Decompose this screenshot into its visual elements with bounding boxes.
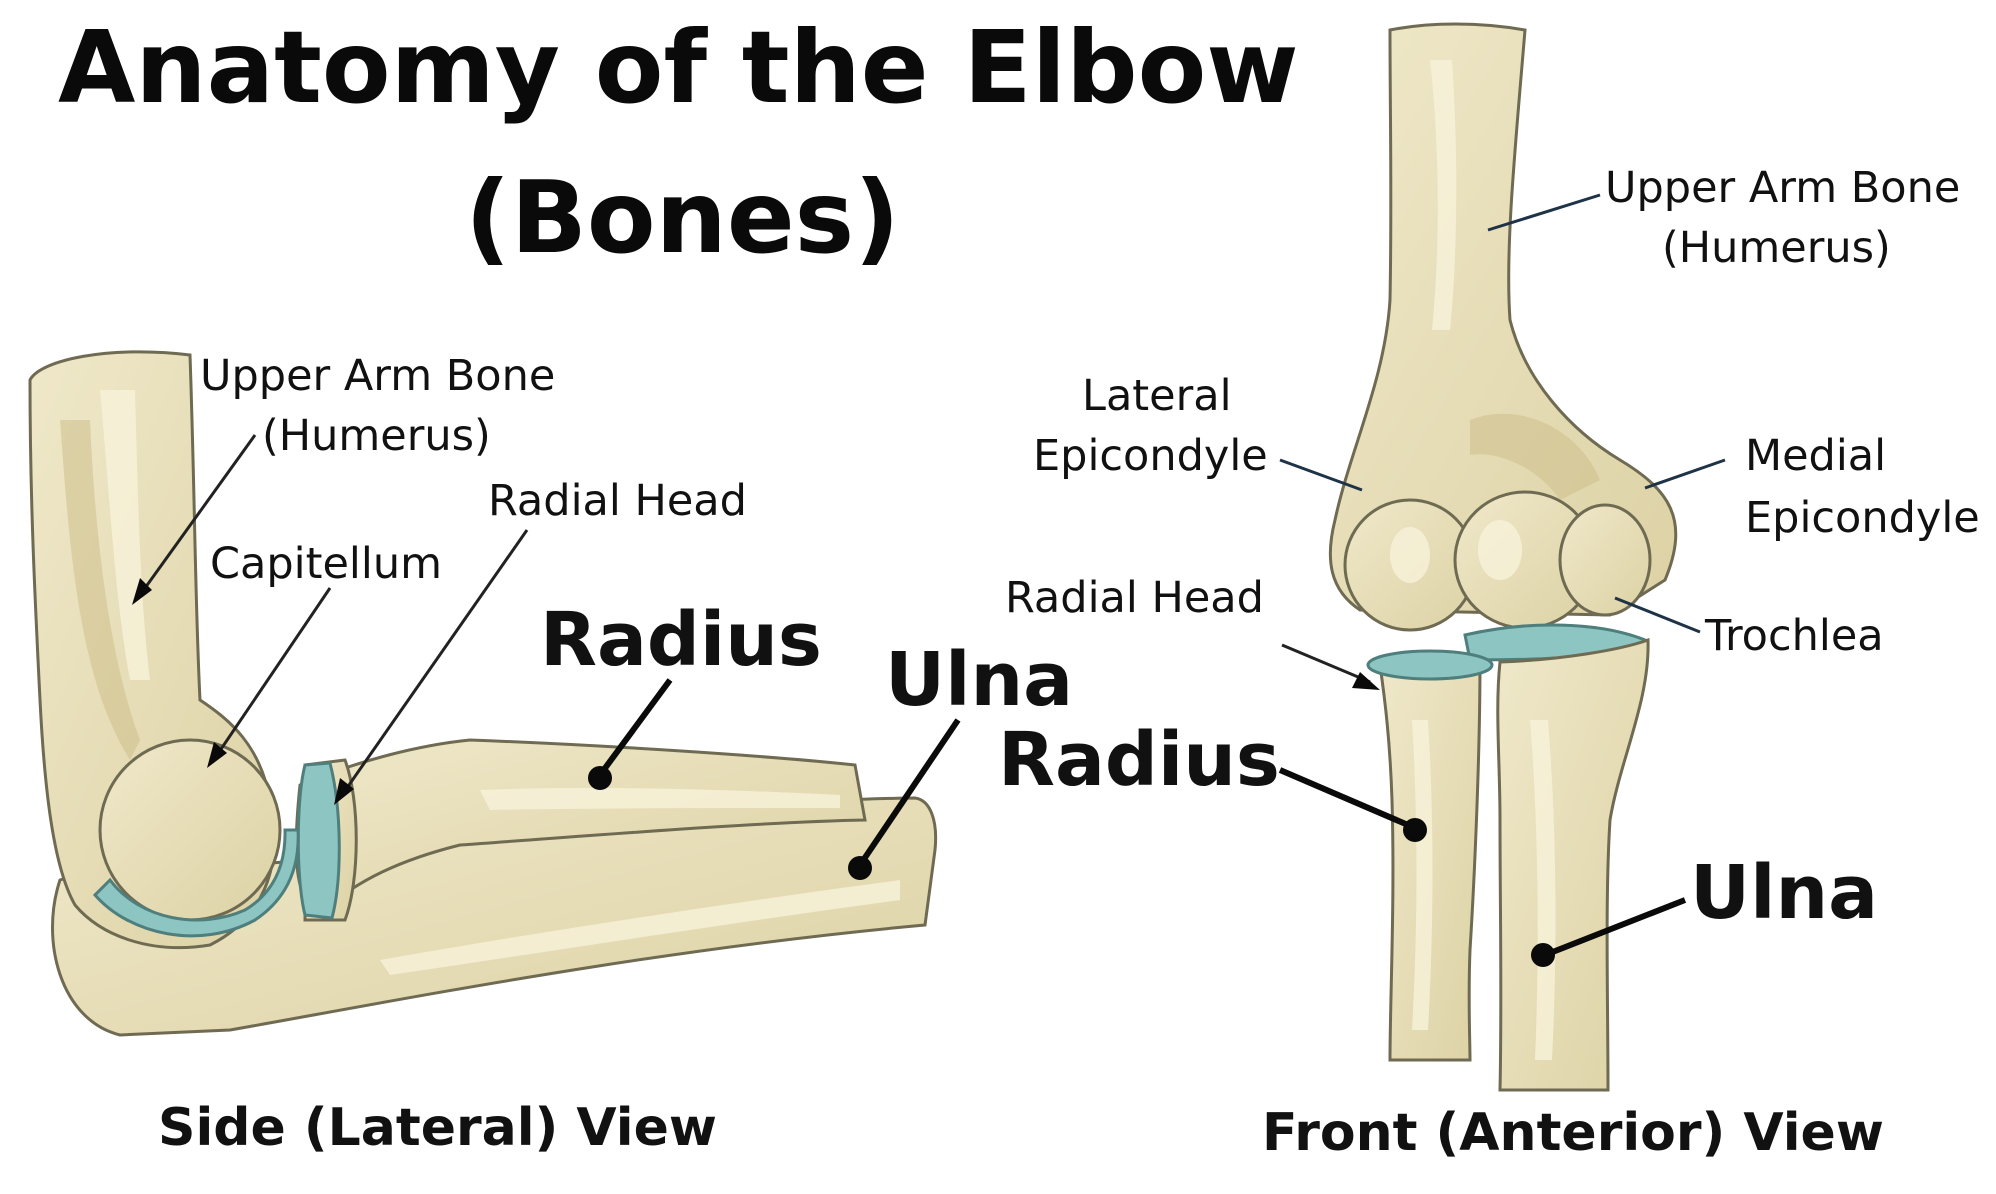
- lateral-leader-lines: [132, 434, 961, 880]
- lateral-humerus-leader: [138, 434, 257, 596]
- anterior-radius-leader: [1278, 767, 1417, 831]
- anterior-lateral-epicondyle-leader: [1279, 458, 1363, 492]
- lateral-radial-head-cartilage: [296, 761, 341, 920]
- anterior-label-radial-head: Radial Head: [1005, 573, 1264, 623]
- anterior-ulna-leader: [1543, 897, 1687, 958]
- anterior-label-humerus-line2: (Humerus): [1662, 223, 1891, 273]
- lateral-ulna-dot: [848, 856, 872, 880]
- lateral-ulna-highlight: [380, 880, 900, 975]
- lateral-capitellum-leader: [213, 587, 332, 759]
- anterior-label-lateral-line1: Lateral: [1082, 371, 1232, 421]
- title-line-2: (Bones): [465, 159, 900, 276]
- lateral-humerus-highlight: [100, 390, 150, 680]
- anterior-label-medial-line1: Medial: [1745, 431, 1886, 481]
- title-line-1: Anatomy of the Elbow: [58, 9, 1299, 126]
- lateral-radial-head-arrowhead: [334, 778, 354, 805]
- lateral-ulna-leader: [857, 718, 961, 867]
- anterior-ulna-dot: [1531, 943, 1555, 967]
- anterior-view-illustration: [1328, 22, 1678, 1092]
- lateral-capitellum: [98, 738, 282, 922]
- lateral-label-radius: Radius: [540, 597, 822, 683]
- anterior-label-trochlea: Trochlea: [1704, 611, 1884, 661]
- lateral-label-ulna: Ulna: [885, 637, 1073, 723]
- lateral-view-caption: Side (Lateral) View: [158, 1098, 717, 1158]
- anterior-radial-head-cartilage: [1366, 649, 1494, 681]
- lateral-radius-leader: [597, 678, 673, 777]
- anterior-leader-lines: [1278, 193, 1726, 967]
- lateral-label-radial-head: Radial Head: [488, 476, 747, 526]
- lateral-view-illustration: [28, 350, 938, 1037]
- anterior-radial-head-leader: [1281, 643, 1371, 684]
- anterior-label-lateral-line2: Epicondyle: [1033, 431, 1268, 481]
- anterior-label-ulna: Ulna: [1690, 850, 1878, 936]
- anterior-label-medial-line2: Epicondyle: [1745, 493, 1980, 543]
- anterior-trochlea-leader: [1614, 596, 1701, 634]
- lateral-humerus-shade: [60, 420, 140, 760]
- anterior-label-humerus-line1: Upper Arm Bone: [1605, 163, 1960, 213]
- anterior-radial-head-arrowhead: [1352, 672, 1380, 690]
- lateral-label-humerus-line1: Upper Arm Bone: [200, 351, 555, 401]
- anterior-condyle-hilite-2: [1478, 520, 1522, 580]
- lateral-radius-highlight: [480, 787, 840, 810]
- anterior-humerus-shade: [1470, 413, 1600, 500]
- anterior-medial-epicondyle-leader: [1644, 458, 1726, 490]
- lateral-capitellum-arrowhead: [207, 742, 227, 768]
- anterior-label-radius: Radius: [998, 717, 1280, 803]
- lateral-radial-head-leader: [340, 529, 529, 796]
- anterior-radius-highlight: [1412, 720, 1433, 1030]
- anterior-ulna-bone: [1496, 637, 1650, 1092]
- anterior-medial-condyle: [1558, 503, 1652, 617]
- anterior-radius-dot: [1403, 818, 1427, 842]
- lateral-label-humerus-line2: (Humerus): [262, 411, 491, 461]
- lateral-capitellum-cartilage: [92, 828, 300, 938]
- lateral-label-capitellum: Capitellum: [210, 539, 442, 589]
- anterior-humerus-leader: [1487, 193, 1601, 232]
- lateral-radius-dot: [588, 766, 612, 790]
- anterior-view-caption: Front (Anterior) View: [1262, 1103, 1884, 1163]
- lateral-humerus-arrowhead: [132, 578, 152, 605]
- anterior-humerus-highlight: [1430, 60, 1457, 330]
- anterior-ulna-highlight: [1530, 720, 1556, 1060]
- anterior-condyle-hilite-1: [1390, 527, 1430, 583]
